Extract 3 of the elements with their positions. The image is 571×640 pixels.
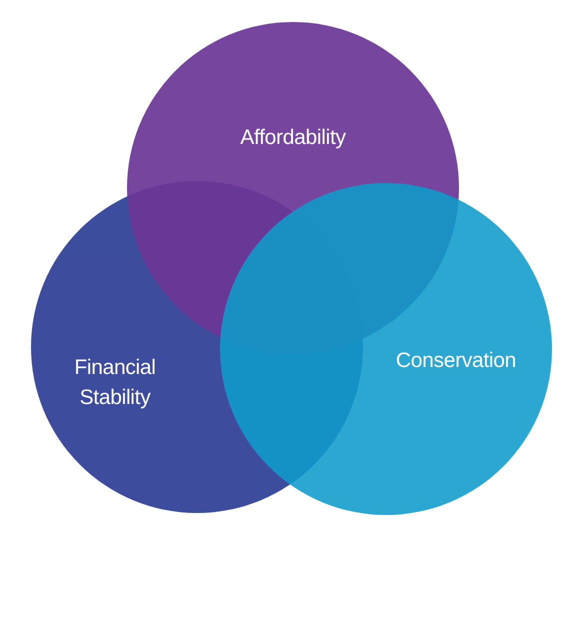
- circle-label: Affordability: [239, 125, 347, 151]
- circle-label: Conservation: [394, 348, 518, 374]
- circle-label: Financial Stability: [73, 355, 157, 411]
